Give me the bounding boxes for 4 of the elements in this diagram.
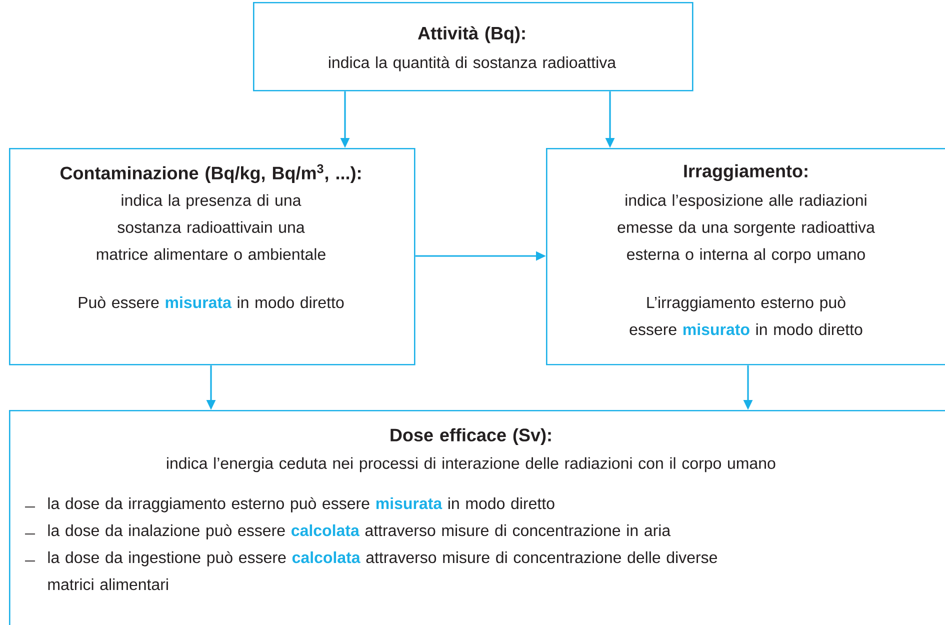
text-box: Irraggiamento: indica l’esposizione alle radiazioni emesse da una sorgente radioattiva esterna o interna al corpo umano L’irraggiamento esterno può essere misurato in modo diretto [546, 148, 945, 366]
text-box: Contaminazione (Bq/kg, Bq/m$^{3}$, ...): indica la presenza di una sostanza radioattivain una matrice alimentare o ambientale Può essere misurata in modo diretto [9, 148, 416, 366]
text-box: Dose efficace (Sv): indica l’energia ceduta nei processi di interazione delle radiazioni con il corpo umano la dose da irraggiamento esterno può essere misurata in modo diretto la dose da inalazione può essere calcolata attraverso misure di concentrazione in aria la dose da ingestione può essere calcolata attraverso misure di concentrazione delle diverse matrici alimentari [9, 410, 945, 625]
text-box: Attività (Bq): indica la quantità di sostanza radioattiva [253, 2, 694, 92]
